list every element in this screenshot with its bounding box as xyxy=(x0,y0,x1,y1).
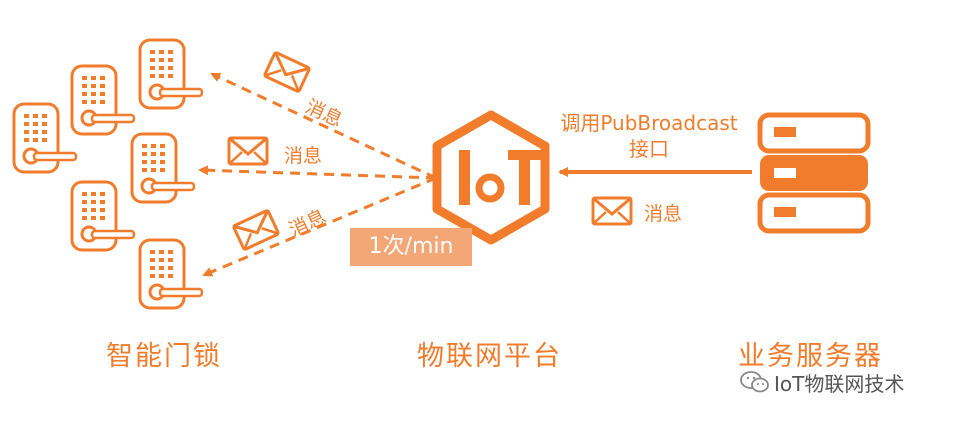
watermark-text: IoT物联网技术 xyxy=(774,372,905,396)
smart-lock-icon xyxy=(138,238,204,310)
message-label-middle: 消息 xyxy=(284,145,323,167)
iot-platform-label: 物联网平台 xyxy=(417,341,562,372)
iot-hexagon-icon xyxy=(432,110,550,245)
smart-lock-icon xyxy=(130,132,196,204)
server-stack-icon xyxy=(757,112,871,234)
smart-lock-icon xyxy=(12,102,78,174)
smart-locks-label: 智能门锁 xyxy=(106,341,222,372)
envelope-icon xyxy=(231,208,281,252)
envelope-icon xyxy=(227,136,269,166)
message-label-server: 消息 xyxy=(644,203,683,225)
api-call-label-line2: 接口 xyxy=(629,137,669,161)
smart-lock-icon xyxy=(138,38,204,110)
rate-badge: 1次/min xyxy=(350,228,472,266)
broadcast-arrow-bottom xyxy=(202,176,437,277)
wechat-icon xyxy=(740,371,769,393)
envelope-icon xyxy=(262,50,312,94)
api-call-label-line1: 调用PubBroadcast xyxy=(560,111,738,135)
broadcast-arrow-top xyxy=(210,72,437,180)
business-server-label: 业务服务器 xyxy=(738,341,883,372)
broadcast-arrow-middle xyxy=(198,165,437,180)
envelope-icon xyxy=(591,196,633,226)
smart-lock-icon xyxy=(70,180,136,252)
smart-lock-icon xyxy=(70,64,136,136)
api-call-label: 调用PubBroadcast 接口 xyxy=(544,110,754,162)
